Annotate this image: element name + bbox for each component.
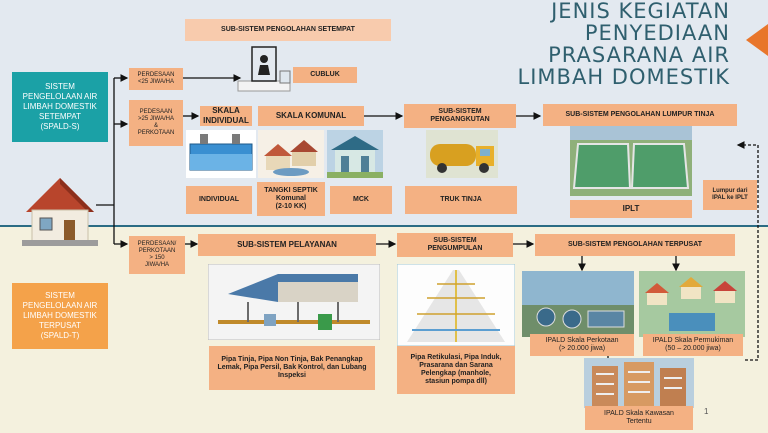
lumpur-dari-box: Lumpur dari IPAL ke IPLT [703,180,757,210]
perdesaan-small-line: <25 JIWA/HA [138,79,174,85]
cubluk-icon [237,46,291,92]
pedesaan-big-line: PEDESAAN [139,109,173,115]
accent-triangle [746,24,768,56]
ipald-permukiman-image [639,271,745,337]
sub-lumpur-box: SUB-SISTEM PENGOLAHAN LUMPUR TINJA [543,104,737,126]
truk-tinja-label: TRUK TINJA [405,186,517,214]
perdesaan-perkotaan-line: > 150 [149,255,165,261]
spald-s-line: (SPALD-S) [40,122,80,131]
tangki-septik-line: (2-10 KK) [275,203,307,210]
sub-pengumpulan-line: PENGUMPULAN [427,245,483,252]
truck-image [426,130,498,178]
iplt-image [570,126,692,196]
ipald-permukiman-line: IPALD Skala Permukiman [652,337,734,344]
tangki-septik-label: TANGKI SEPTIK Komunal (2-10 KK) [257,182,325,216]
sub-pelayanan-box: SUB-SISTEM PELAYANAN [198,234,376,256]
spald-t-line: LIMBAH DOMESTIK [23,311,97,320]
pengumpulan-desc-line: Pipa Retikulasi, Pipa Induk, [410,354,502,361]
skala-komunal-box: SKALA KOMUNAL [258,106,364,126]
pengumpulan-desc-line: stasiun pompa dll) [425,378,487,385]
house-icon [22,178,98,246]
pedesaan-big-box: PEDESAAN >25 JIWA/HA & PERKOTAAN [129,100,183,146]
pelayanan-desc-box: Pipa Tinja, Pipa Non Tinja, Bak Penangka… [209,346,375,390]
ipald-kawasan-line: IPALD Skala Kawasan [604,410,674,417]
lumpur-dari-line: IPAL ke IPLT [712,195,748,201]
ipald-perkotaan-line: (> 20.000 jiwa) [558,345,606,352]
panel-divider [0,225,768,227]
sub-pengumpulan-line: SUB-SISTEM [433,237,477,244]
ipald-perkotaan-image [522,271,634,337]
pelayanan-desc-line: Pipa Tinja, Pipa Non Tinja, Bak Penangka… [221,356,363,363]
perdesaan-perkotaan-line: PERDESAAN/ [137,241,177,247]
pelayanan-desc-line: Lemak, Pipa Persil, Bak Kontrol, dan Lub… [217,364,367,371]
sub-terpusat-box: SUB-SISTEM PENGOLAHAN TERPUSAT [535,234,735,256]
pengumpulan-desc-line: Prasarana dan Sarana [419,362,493,369]
ipald-kawasan-image [584,358,694,408]
ipald-perkotaan-line: IPALD Skala Perkotaan [545,337,619,344]
mck-image [327,130,383,178]
sub-pengangkutan-line: SUB-SISTEM [438,108,482,115]
pelayanan-desc-line: Inspeksi [277,372,306,379]
spald-t-box: SISTEM PENGELOLAAN AIR LIMBAH DOMESTIK T… [12,283,108,349]
spald-t-line: (SPALD-T) [40,331,80,340]
ipald-kawasan-label: IPALD Skala Kawasan Tertentu [585,406,693,430]
ipald-permukiman-label: IPALD Skala Permukiman (50 – 20.000 jiwa… [643,334,743,356]
mck-label: MCK [330,186,392,214]
perdesaan-small-box: PERDESAAN <25 JIWA/HA [129,68,183,90]
skala-individual-line: INDIVIDUAL [203,116,249,125]
title-line: JENIS KEGIATAN [551,0,730,23]
spald-t-line: SISTEM [45,291,75,300]
sub-pengangkutan-box: SUB-SISTEM PENGANGKUTAN [404,104,516,128]
individual-label: INDIVIDUAL [186,186,252,214]
cubluk-label: CUBLUK [293,67,357,83]
sub-pengumpulan-box: SUB-SISTEM PENGUMPULAN [397,233,513,257]
perdesaan-perkotaan-line: PERKOTAAN [138,248,176,254]
tangki-septik-line: Komunal [276,195,306,202]
sub-pengangkutan-line: PENGANGKUTAN [430,116,490,123]
pedesaan-big-line: PERKOTAAN [137,130,175,136]
skala-individual-box: SKALA INDIVIDUAL [200,106,252,126]
pengumpulan-diagram-image [397,264,515,346]
tangki-septik-line: TANGKI SEPTIK [264,187,318,194]
ipald-kawasan-line: Tertentu [626,418,652,425]
spald-s-line: PENGELOLAAN AIR [22,92,98,101]
pedesaan-big-line: >25 JIWA/HA [138,116,174,122]
perdesaan-perkotaan-line: JIWA/HA [144,262,170,268]
spald-s-line: LIMBAH DOMESTIK [23,102,97,111]
page-title: JENIS KEGIATAN PENYEDIAAN PRASARANA AIR … [490,0,730,88]
page-number: 1 [704,407,709,416]
pengumpulan-desc-line: Pelengkap (manhole, [420,370,492,377]
perdesaan-perkotaan-box: PERDESAAN/ PERKOTAAN > 150 JIWA/HA [129,236,185,274]
title-line: PENYEDIAAN [584,21,730,45]
spald-s-line: SETEMPAT [39,112,81,121]
pedesaan-big-line: & [153,123,158,129]
title-line: LIMBAH DOMESTIK [517,65,730,89]
spald-t-line: TERPUSAT [38,321,82,330]
skala-individual-line: SKALA [212,106,240,115]
perdesaan-small-line: PERDESAAN [137,72,175,78]
pelayanan-diagram-image [208,264,380,340]
septic-tank-image [186,130,256,178]
pengumpulan-desc-box: Pipa Retikulasi, Pipa Induk, Prasarana d… [397,346,515,394]
ipald-permukiman-line: (50 – 20.000 jiwa) [665,345,721,352]
spald-s-box: SISTEM PENGELOLAAN AIR LIMBAH DOMESTIK S… [12,72,108,142]
ipald-perkotaan-label: IPALD Skala Perkotaan (> 20.000 jiwa) [530,334,634,356]
sub-setempat-box: SUB-SISTEM PENGOLAHAN SETEMPAT [185,19,391,41]
komunal-tank-image [258,130,324,178]
spald-t-line: PENGELOLAAN AIR [22,301,98,310]
title-line: PRASARANA AIR [548,43,730,67]
lumpur-dari-line: Lumpur dari [712,188,748,194]
iplt-label: IPLT [570,200,692,218]
spald-s-line: SISTEM [45,82,75,91]
